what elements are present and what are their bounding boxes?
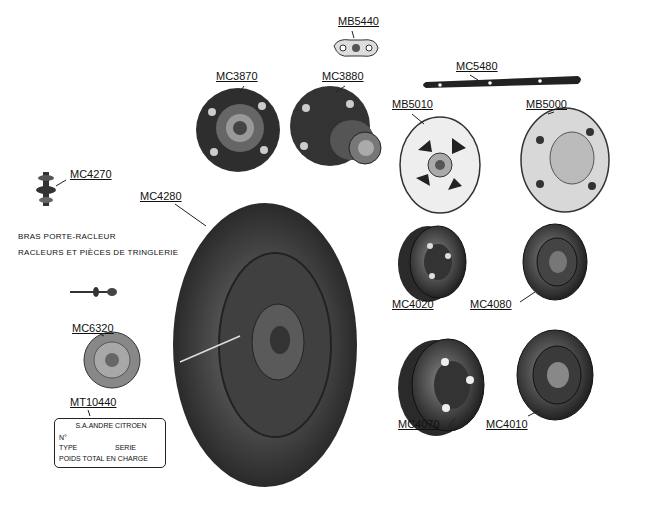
plate-text: TYPE — [59, 444, 77, 452]
plate-text: POIDS TOTAL EN CHARGE — [59, 455, 148, 463]
group-caption: RACLEURS ET PIÈCES DE TRINGLERIE — [18, 248, 178, 258]
part-number: MC3880 — [322, 70, 364, 83]
part-number: MC4020 — [392, 298, 434, 311]
part-number: MB5010 — [392, 98, 433, 111]
plate-text: SERIE — [115, 444, 136, 452]
part-number: MC4080 — [470, 298, 512, 311]
group-caption: BRAS PORTE-RACLEUR — [18, 232, 116, 242]
plate-text: N° — [59, 434, 67, 442]
part-number: MT10440 — [70, 396, 116, 409]
part-number: MC3870 — [216, 70, 258, 83]
part-number: MC5480 — [456, 60, 498, 73]
plate-text: S.A.ANDRE CITROEN — [75, 422, 146, 430]
id-plate: S.A.ANDRE CITROEN N° TYPE SERIE POIDS TOTAL … — [54, 418, 166, 468]
part-number: MC4010 — [486, 418, 528, 431]
part-number: MC4270 — [70, 168, 112, 181]
part-number: MC4070 — [398, 418, 440, 431]
part-number: MC6320 — [72, 322, 114, 335]
part-number: MB5440 — [338, 15, 379, 28]
part-number: MC4280 — [140, 190, 182, 203]
part-number: MB5000 — [526, 98, 567, 111]
